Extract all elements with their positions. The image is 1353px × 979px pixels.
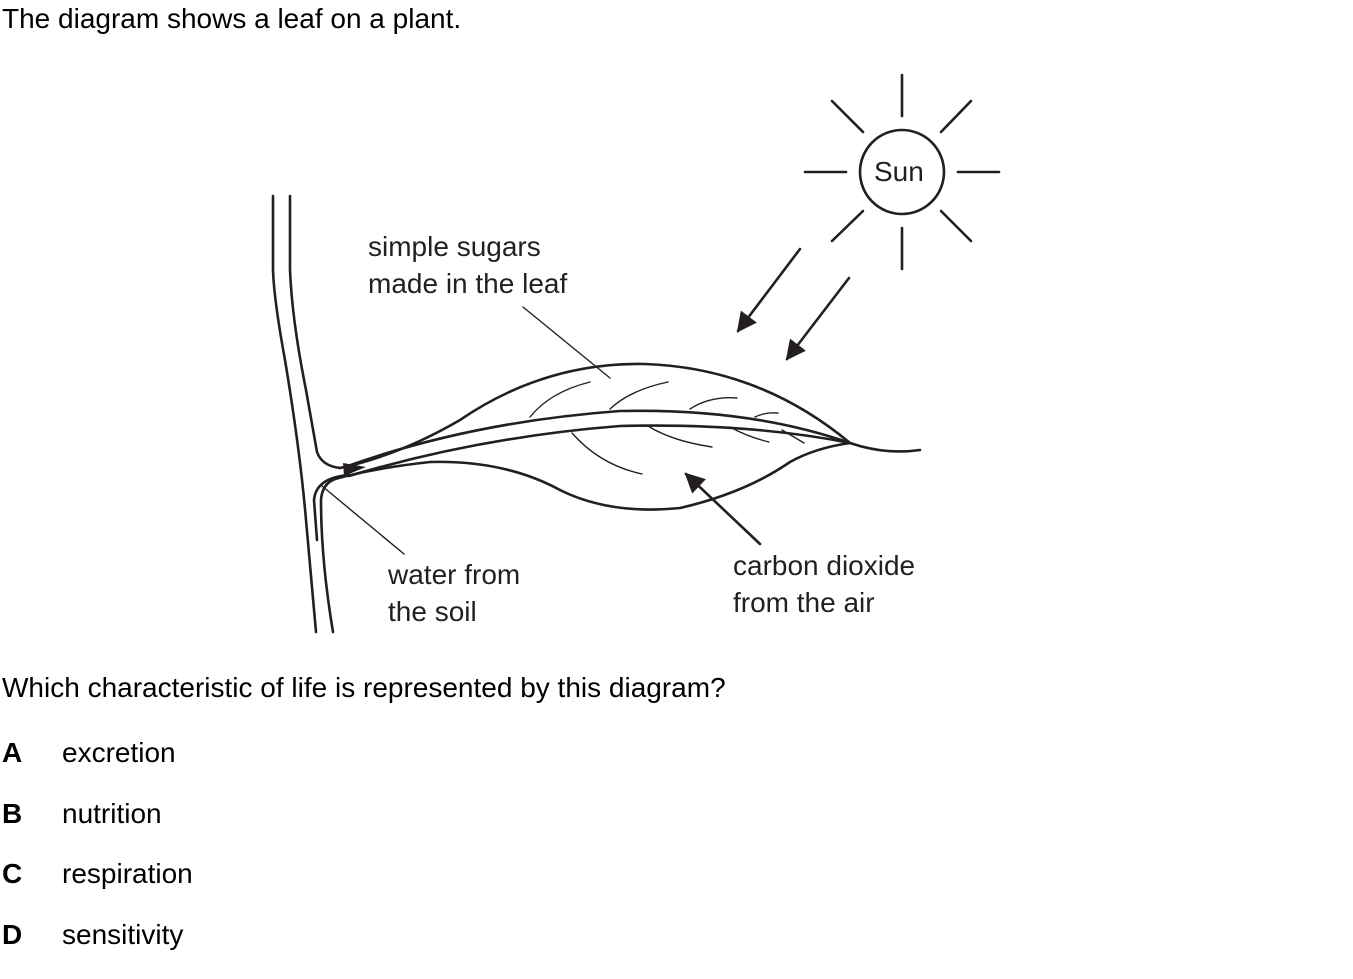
answer-options: A excretion B nutrition C respiration D … — [2, 736, 193, 979]
sun-ray — [939, 99, 973, 134]
leaf-diagram-drawing — [271, 73, 1001, 634]
sunlight-arrow — [785, 276, 851, 361]
option-text: nutrition — [62, 797, 162, 829]
sun-ray — [939, 209, 973, 243]
label-water-line2: the soil — [388, 596, 477, 627]
sun-circle — [858, 128, 946, 216]
water-leader-line — [321, 485, 405, 555]
leaf-vein — [729, 426, 770, 443]
option-letter: B — [2, 797, 23, 829]
sun-ray — [830, 209, 865, 243]
question-text: Which characteristic of life is represen… — [2, 672, 726, 703]
leaf-vein — [754, 412, 779, 418]
label-sugars-line1: simple sugars — [368, 231, 541, 262]
option-letter: D — [2, 919, 23, 951]
leaf-vein — [529, 381, 591, 418]
leaf-lower-edge — [333, 441, 852, 511]
stem-left-edge — [271, 194, 318, 634]
answer-option-d[interactable]: D sensitivity — [2, 918, 193, 979]
leaf-vein — [689, 397, 738, 410]
label-water-line1: water from — [388, 559, 521, 590]
label-sugars-line2: made in the leaf — [368, 268, 568, 299]
leaf-midrib-top — [343, 409, 852, 469]
option-text: respiration — [62, 858, 193, 890]
water-arrow-head — [343, 463, 366, 476]
leaf-vein — [647, 425, 713, 448]
answer-option-c[interactable]: C respiration — [2, 857, 193, 918]
label-co2-line1: carbon dioxide — [733, 550, 916, 581]
stem-right-edge — [288, 194, 342, 470]
sunlight-arrow — [736, 247, 802, 333]
leaf-midrib-bottom — [347, 424, 852, 478]
stem-right-lower — [319, 477, 337, 634]
answer-option-a[interactable]: A excretion — [2, 736, 193, 797]
leaf-diagram: Sun simple sugars made in the leaf water… — [271, 73, 1001, 634]
label-co2-line2: from the air — [733, 587, 875, 618]
leaf-upper-edge — [338, 362, 922, 470]
sugars-leader-line — [522, 306, 611, 379]
option-text: sensitivity — [62, 919, 184, 951]
option-letter: A — [2, 737, 23, 768]
option-text: excretion — [62, 737, 176, 768]
answer-option-b[interactable]: B nutrition — [2, 797, 193, 858]
carbon-dioxide-arrow — [684, 472, 762, 546]
leaf-vein — [609, 381, 669, 410]
leaf-vein — [781, 429, 805, 444]
leaf-vein — [571, 432, 643, 475]
intro-text: The diagram shows a leaf on a plant. — [2, 3, 462, 34]
sun-label: Sun — [874, 156, 924, 187]
stem-inner-vessel — [312, 473, 350, 542]
sun-ray — [830, 99, 865, 134]
option-letter: C — [2, 858, 23, 890]
